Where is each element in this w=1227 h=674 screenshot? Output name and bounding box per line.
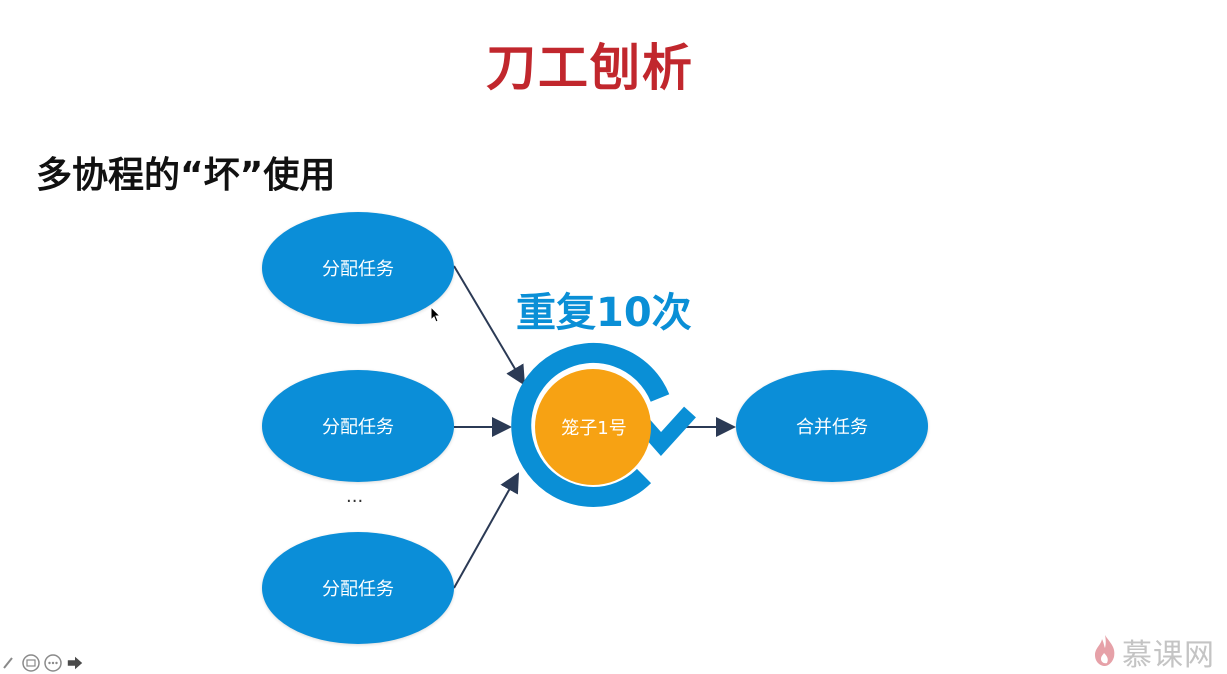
cage-circle: [535, 369, 651, 485]
arrow-task-c-to-cage: [453, 472, 519, 589]
more-icon[interactable]: [44, 654, 62, 672]
pen-icon[interactable]: [0, 654, 18, 672]
slide-subtitle: 多协程的“坏”使用: [36, 155, 336, 196]
task-node-3: 分配任务: [262, 532, 454, 644]
presentation-controls: [0, 652, 84, 674]
merge-node: 合并任务: [736, 370, 928, 482]
ellipsis-label: ...: [346, 486, 364, 507]
cage-label: 笼子1号: [561, 418, 627, 439]
repeat-label: 重复10次: [516, 290, 692, 336]
task-node-1-label: 分配任务: [322, 259, 394, 280]
task-node-2-label: 分配任务: [322, 417, 394, 438]
mouse-cursor-icon: [430, 305, 442, 328]
arrow-task-a-to-cage: [453, 265, 526, 386]
next-arrow-icon[interactable]: [66, 654, 84, 672]
task-node-2: 分配任务: [262, 370, 454, 482]
merge-node-label: 合并任务: [796, 417, 868, 438]
flame-logo-icon: [1092, 633, 1118, 671]
slide-title: 刀工刨析: [486, 39, 694, 97]
task-node-1: 分配任务: [262, 212, 454, 324]
watermark-text: 慕课网: [1122, 638, 1215, 673]
screen-icon[interactable]: [22, 654, 40, 672]
watermark: 慕课网: [1092, 630, 1215, 674]
task-node-3-label: 分配任务: [322, 579, 394, 600]
